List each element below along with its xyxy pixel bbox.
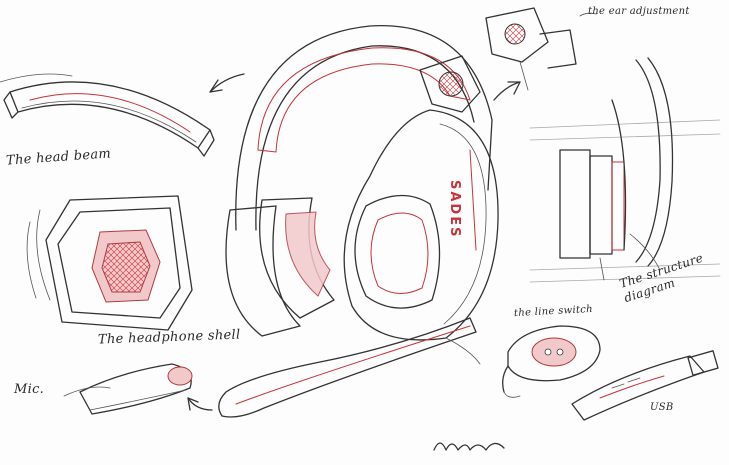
label-ear-adjustment: the ear adjustment xyxy=(588,6,690,17)
label-usb: USB xyxy=(650,402,674,413)
label-mic: Mic. xyxy=(14,382,45,397)
headphone-shell-sketch xyxy=(26,195,193,331)
structure-diagram-sketch xyxy=(529,57,721,283)
headbeam-sketch xyxy=(0,73,215,157)
main-headphone-sketch xyxy=(187,25,521,418)
signature-sketch xyxy=(433,442,505,451)
mic-sketch xyxy=(63,363,193,415)
ear-adjustment-sketch xyxy=(485,7,597,91)
line-switch-sketch xyxy=(502,325,719,421)
brand-logo: SADES xyxy=(447,180,462,239)
